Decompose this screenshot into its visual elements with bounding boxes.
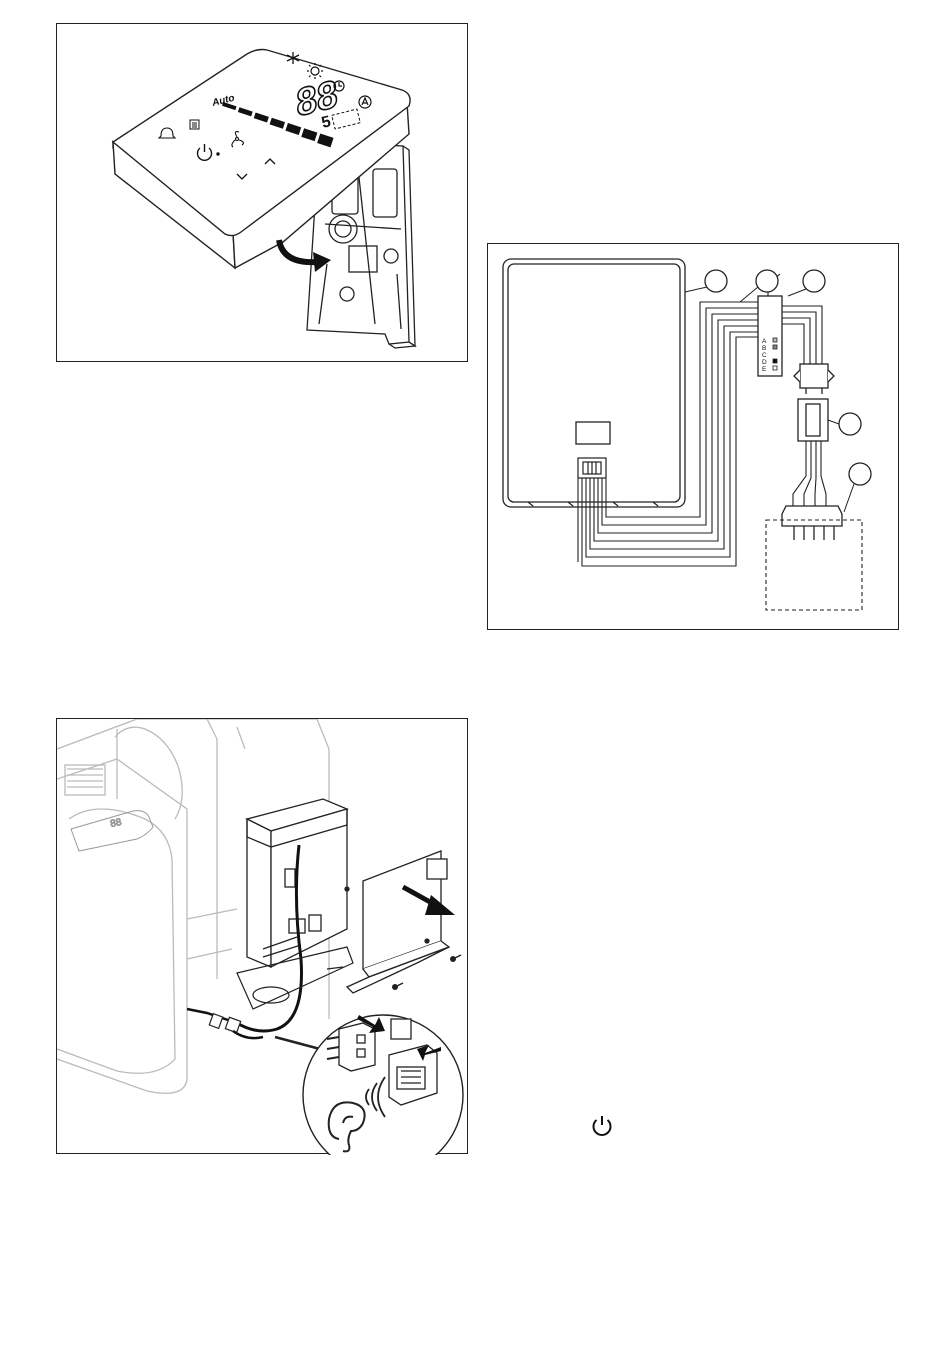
terminal-label-e: E (762, 366, 767, 373)
figure-wiring-diagram: A B C D E (487, 243, 899, 630)
unit-terminal (782, 506, 842, 540)
unit-connection-illustration: 88 (57, 719, 469, 1155)
controller-board-label-box (576, 422, 610, 444)
unit-display-digits: 88 (109, 817, 123, 830)
cable-plug (187, 1009, 263, 1038)
power-icon (588, 1112, 616, 1140)
controller-connector (578, 458, 606, 478)
terminal-labels: A B C D E (762, 338, 767, 373)
step-label-box-2 (391, 1019, 411, 1039)
connector-detail (303, 1015, 463, 1155)
male-connector (794, 364, 834, 394)
step-label-box-1 (427, 859, 447, 879)
terminal-label-d: D (762, 359, 767, 366)
socket-housing (389, 1045, 437, 1105)
figure-wall-mount: 88 5 Auto (56, 23, 468, 362)
terminal-label-b: B (762, 345, 766, 352)
figure-unit-connection: 88 (56, 718, 468, 1154)
wall-mount-illustration: 88 5 Auto (57, 24, 469, 363)
terminal-label-a: A (762, 338, 767, 345)
female-connector (798, 399, 828, 441)
wiring-diagram: A B C D E (488, 244, 900, 631)
harness-wires (793, 441, 826, 506)
terminal-label-c: C (762, 352, 767, 359)
